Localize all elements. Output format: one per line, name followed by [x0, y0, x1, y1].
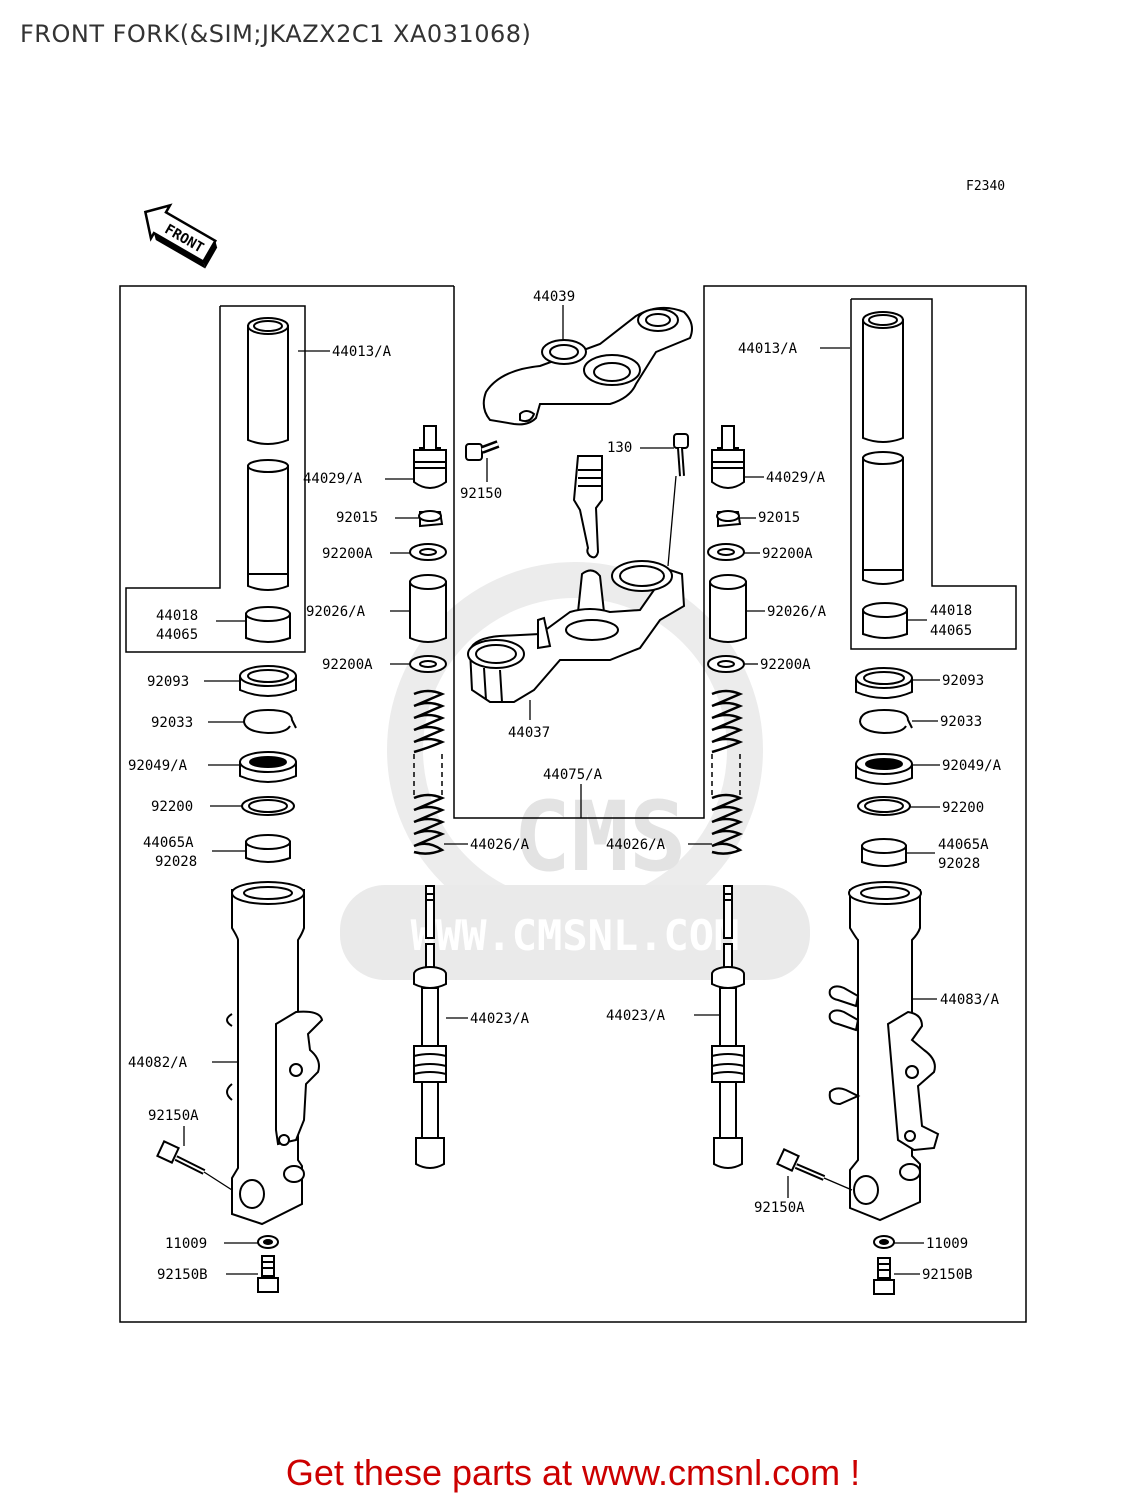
callout-92200a-lower-left: 92200A [322, 657, 373, 673]
callout-92028-right: 92028 [938, 856, 980, 872]
callout-92026-left: 92026/A [306, 604, 366, 620]
callout-92028-left: 92028 [155, 854, 197, 870]
callout-44065-left: 44065 [156, 627, 198, 643]
left-damper-rod [413, 885, 447, 1169]
watermark-logo: CMS [513, 781, 686, 893]
left-fork-spring [413, 689, 446, 855]
callout-92200a-upper-right: 92200A [762, 546, 813, 562]
callout-44082: 44082/A [128, 1055, 188, 1071]
right-axle-clamp-bolt [776, 1148, 826, 1181]
bottom-bracket-bolt [673, 433, 689, 477]
left-inner-tube [247, 325, 289, 445]
callout-92150: 92150 [460, 486, 502, 502]
right-inner-tube [862, 319, 904, 443]
top-bracket-pinch-bolt [465, 440, 500, 461]
callout-92150a-left: 92150A [148, 1108, 199, 1124]
callout-44065a-left: 44065A [143, 835, 194, 851]
callout-44065-right: 44065 [930, 623, 972, 639]
right-drain-bolt [873, 1257, 895, 1295]
steering-brackets [465, 306, 693, 703]
watermark-url: WWW.CMSNL.COM [411, 911, 740, 960]
callout-44018-right: 44018 [930, 603, 972, 619]
left-fork-parts [156, 317, 324, 1293]
right-damper-column [707, 425, 747, 1169]
callout-44013-right: 44013/A [738, 341, 798, 357]
callout-92049-right: 92049/A [942, 758, 1002, 774]
leader-lines [183, 305, 940, 1275]
callout-92200a-upper-left: 92200A [322, 546, 373, 562]
callout-92200-left: 92200 [151, 799, 193, 815]
right-fork-spring [711, 689, 744, 855]
left-drain-bolt [257, 1255, 279, 1293]
callout-92150b-left: 92150B [157, 1267, 208, 1283]
callout-11009-right: 11009 [926, 1236, 968, 1252]
callout-44026-left: 44026/A [470, 837, 530, 853]
callout-92033-right: 92033 [940, 714, 982, 730]
callout-92033-left: 92033 [151, 715, 193, 731]
left-damper-column [409, 425, 447, 1169]
right-retaining-clip [859, 708, 913, 735]
callout-92200a-lower-right: 92200A [760, 657, 811, 673]
callout-44065a-right: 44065A [938, 837, 989, 853]
callout-92093-left: 92093 [147, 674, 189, 690]
right-damper-rod [711, 885, 745, 1169]
callout-44075: 44075/A [543, 767, 603, 783]
left-spacer-tube [409, 581, 447, 643]
callout-44029-left: 44029/A [303, 471, 363, 487]
steering-stem [572, 455, 603, 559]
left-axle-clamp-bolt [156, 1140, 206, 1175]
callout-labels: 44039 44013/A 44013/A 44029/A 44029/A 92… [128, 289, 1002, 1283]
callout-92150a-right: 92150A [754, 1200, 805, 1216]
callout-44023-left: 44023/A [470, 1011, 530, 1027]
callout-44029-right: 44029/A [766, 470, 826, 486]
callout-44026-right: 44026/A [606, 837, 666, 853]
right-spacer-tube [709, 581, 747, 643]
callout-44083: 44083/A [940, 992, 1000, 1008]
callout-130: 130 [607, 440, 632, 456]
figure-code: F2340 [966, 179, 1005, 194]
callout-92049-left: 92049/A [128, 758, 188, 774]
watermark: CMS WWW.CMSNL.COM [340, 562, 810, 980]
callout-92200-right: 92200 [942, 800, 984, 816]
callout-11009-left: 11009 [165, 1236, 207, 1252]
page-title: FRONT FORK(&SIM;JKAZX2C1 XA031068) [20, 20, 532, 48]
callout-92015-right: 92015 [758, 510, 800, 526]
callout-44037: 44037 [508, 725, 550, 741]
footer-link[interactable]: Get these parts at www.cmsnl.com ! [285, 1452, 861, 1493]
callout-92026-right: 92026/A [767, 604, 827, 620]
front-arrow-icon: FRONT [143, 203, 218, 269]
callout-44039: 44039 [533, 289, 575, 305]
callout-44023-right: 44023/A [606, 1008, 666, 1024]
assembly-outline [119, 285, 1027, 1323]
callout-92150b-right: 92150B [922, 1267, 973, 1283]
callout-44013-left: 44013/A [332, 344, 392, 360]
right-fork-parts [776, 311, 940, 1295]
callout-44018-left: 44018 [156, 608, 198, 624]
callout-92093-right: 92093 [942, 673, 984, 689]
callout-92015-left: 92015 [336, 510, 378, 526]
left-retaining-clip [243, 708, 297, 735]
